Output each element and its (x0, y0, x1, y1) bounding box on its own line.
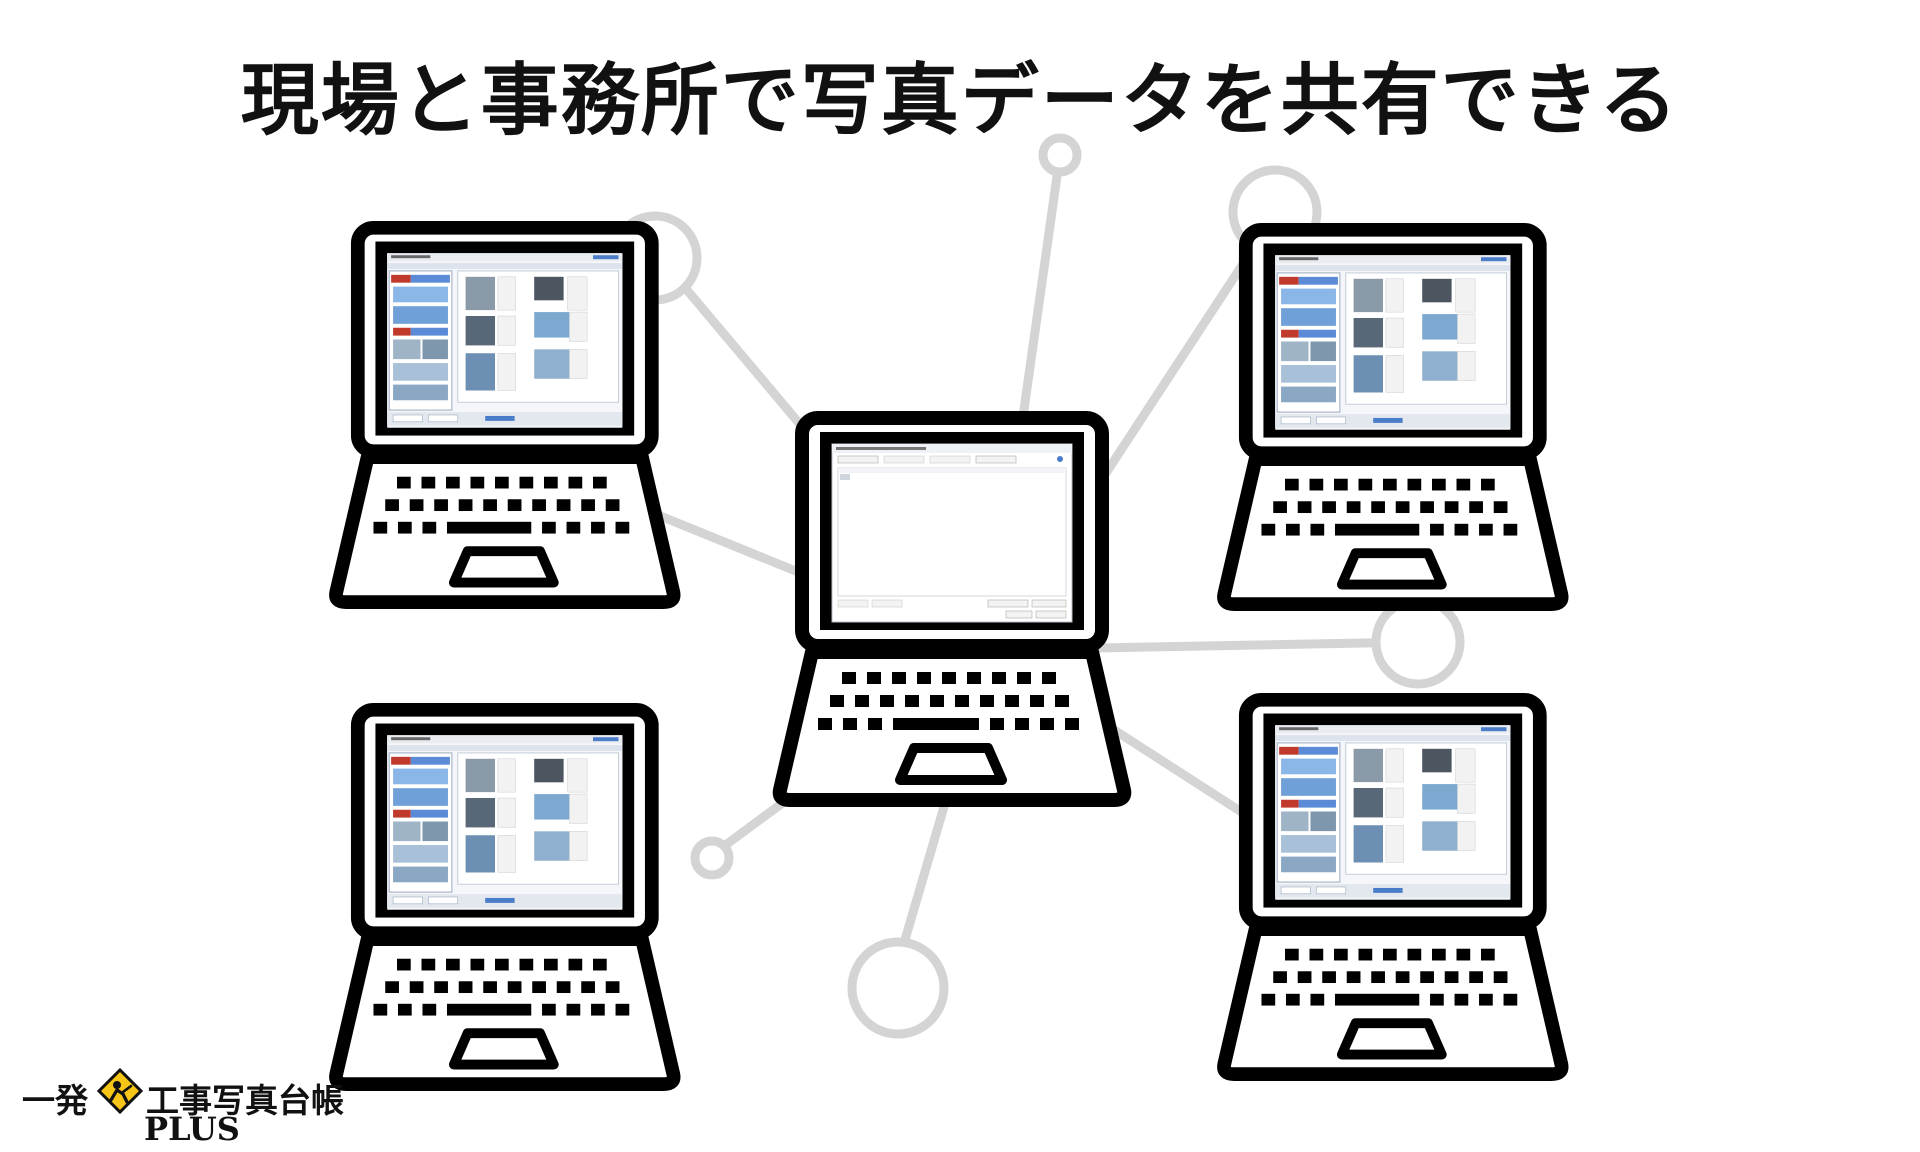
laptop-center (780, 418, 1125, 800)
logo-text-left: 一発 (22, 1081, 88, 1120)
brand-logo: 一発 工事写真台帳 PLUS (16, 1068, 376, 1152)
logo-suffix: PLUS (144, 1110, 240, 1148)
worker-sign-icon (97, 1068, 143, 1114)
laptop-bottom-left (336, 710, 674, 1084)
laptop-top-left (336, 228, 674, 602)
laptop-top-right (1224, 230, 1562, 604)
page-title: 現場と事務所で写真データを共有できる (240, 56, 1680, 146)
logo-text-right: 工事写真台帳 (146, 1081, 344, 1120)
laptop-bottom-right (1224, 700, 1562, 1074)
